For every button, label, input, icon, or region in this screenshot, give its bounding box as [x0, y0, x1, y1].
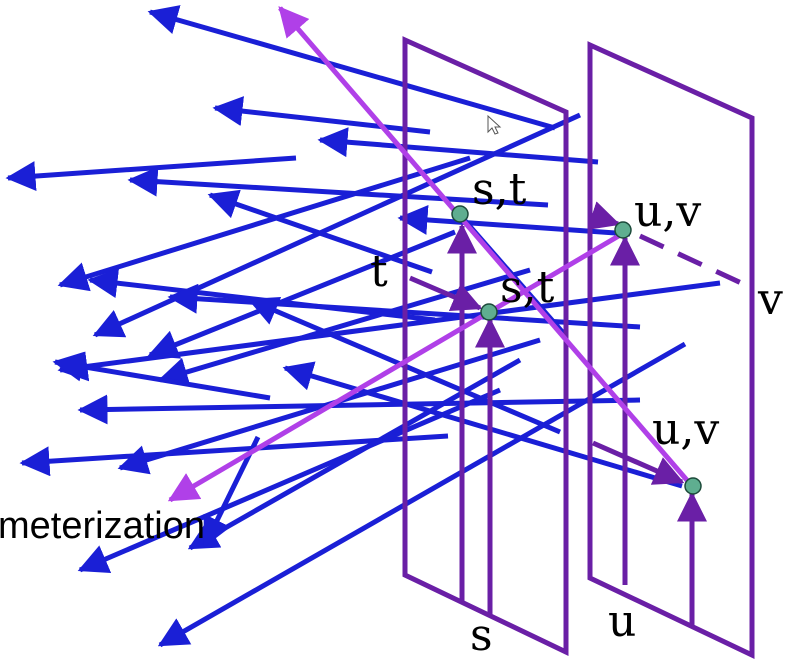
node-uv-top [614, 221, 632, 239]
ray [77, 394, 641, 425]
ray [57, 155, 471, 292]
ray [157, 267, 531, 387]
uv-bottom-arrow [591, 440, 685, 485]
uv-plane-frame [587, 41, 755, 659]
t-axis-arrow [409, 275, 483, 311]
ray [127, 166, 549, 208]
label-uv-top: u,v [634, 186, 701, 237]
ray [5, 155, 297, 192]
node-uv-bottom [684, 477, 702, 495]
ray [397, 204, 631, 237]
v-axis-dash [638, 233, 754, 291]
ray [212, 96, 431, 135]
label-st-top: s,t [472, 164, 527, 215]
magenta-rays [167, 6, 694, 503]
ray [317, 127, 599, 165]
uv-top-arrow [587, 201, 621, 230]
label-u-axis: u [608, 596, 636, 647]
ray [147, 5, 556, 131]
node-st-top [451, 205, 469, 223]
label-s-axis: s [470, 610, 493, 661]
mouse-cursor-icon [487, 114, 502, 135]
ray [282, 361, 683, 489]
ray [207, 189, 433, 275]
label-t-axis: t [370, 246, 388, 297]
label-st-mid: s,t [500, 262, 555, 313]
highlighted-ray-1 [278, 6, 694, 488]
ray [52, 351, 271, 401]
ray [77, 387, 501, 573]
highlighted-ray-2 [167, 231, 624, 503]
ray [157, 341, 687, 648]
label-uv-bottom: u,v [652, 404, 719, 455]
ray [57, 280, 721, 382]
st-plane [402, 36, 569, 656]
label-v-axis: v [757, 274, 783, 325]
st-plane-frame [402, 36, 569, 656]
caption-fragment: meterization [0, 505, 205, 547]
node-st-mid [480, 303, 498, 321]
